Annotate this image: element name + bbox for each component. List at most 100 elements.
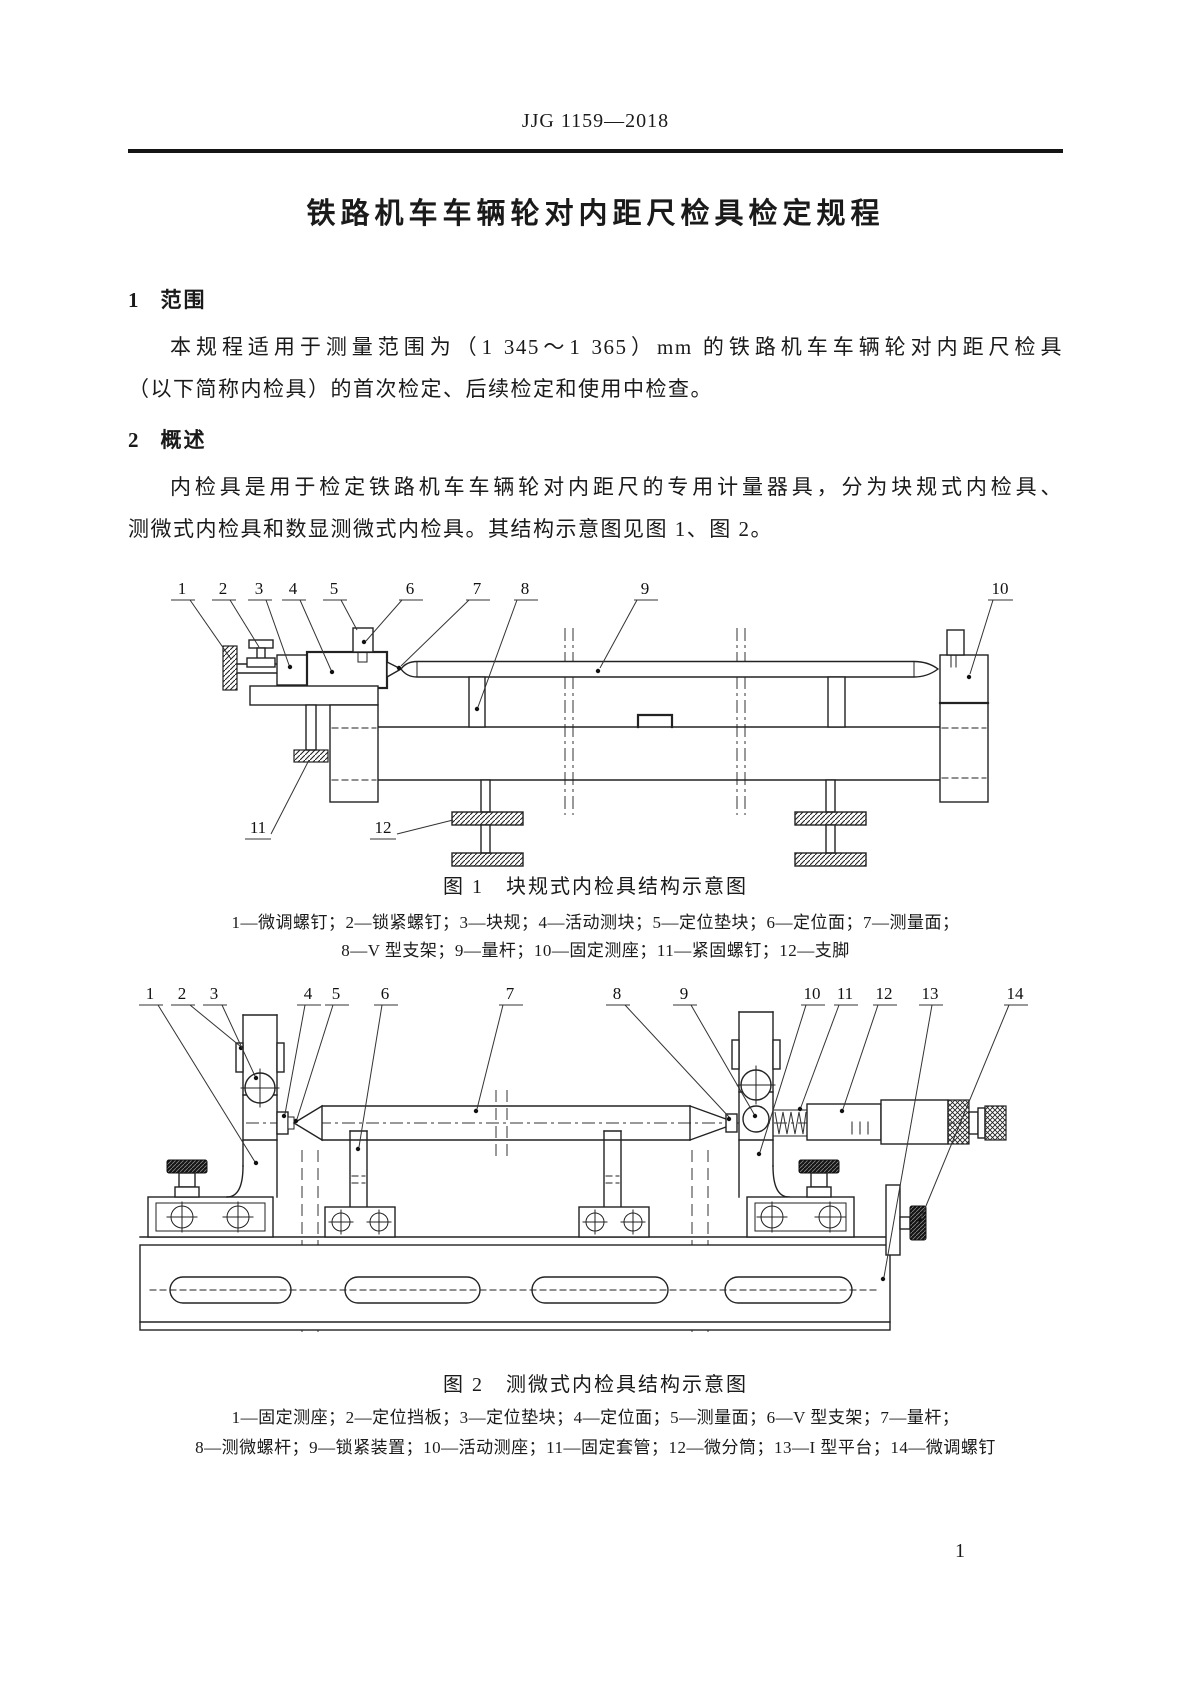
svg-text:11: 11 — [250, 818, 266, 837]
fig2-callout-2: 2 — [171, 984, 244, 1051]
fig1-callout-8: 8 — [474, 579, 538, 712]
svg-text:4: 4 — [304, 984, 313, 1003]
paragraph-line: （以下简称内检具）的首次检定、后续检定和使用中检查。 — [128, 377, 713, 401]
fig2-callout-10: 10 — [756, 984, 825, 1157]
fig1-fixed-seat — [938, 629, 990, 803]
fig2-fine-adjust-screw — [885, 1184, 927, 1256]
doc-code-header: JJG 1159—2018 — [521, 110, 670, 132]
document-title: 铁路机车车辆轮对内距尺检具检定规程 — [306, 198, 885, 230]
svg-text:4: 4 — [289, 579, 298, 598]
fig2-callout-9: 9 — [673, 984, 758, 1119]
fig2-movable-seat-tower — [731, 1011, 790, 1198]
svg-text:1: 1 — [146, 984, 155, 1003]
fig1-callout-5: 5 — [323, 579, 358, 631]
paragraph-line: 内检具是用于检定铁路机车车辆轮对内距尺的专用计量器具，分为块规式内检具、 — [170, 475, 1063, 499]
svg-text:5: 5 — [332, 984, 341, 1003]
figure-2-caption: 图 2 测微式内检具结构示意图 — [443, 1374, 748, 1396]
paragraph-line: 本规程适用于测量范围为（1 345～1 365）mm 的铁路机车车辆轮对内距尺检… — [170, 335, 1063, 359]
fig1-callout-11: 11 — [245, 759, 310, 840]
fig1-beam — [377, 713, 941, 781]
fig1-support-foot-left — [451, 779, 524, 867]
fig1-callout-3: 3 — [248, 579, 293, 670]
fig1-callout-12: 12 — [370, 818, 454, 840]
fig2-fixed-seat-tower — [226, 1014, 295, 1198]
fig2-v-bracket-right — [578, 1130, 650, 1238]
paragraph-line: 测微式内检具和数显测微式内检具。其结构示意图见图 1、图 2。 — [128, 517, 773, 541]
svg-text:6: 6 — [406, 579, 415, 598]
header-rule — [128, 149, 1063, 153]
fig2-callout-7: 7 — [473, 984, 523, 1114]
svg-text:9: 9 — [641, 579, 650, 598]
fig2-left-thumbscrew — [166, 1159, 208, 1198]
fig2-callout-13: 13 — [880, 984, 943, 1282]
fig2-callout-3: 3 — [203, 984, 259, 1081]
fig2-callouts: 1 2 3 4 5 6 7 8 9 10 11 12 13 14 — [139, 984, 1028, 1282]
svg-text:11: 11 — [837, 984, 853, 1003]
fig1-callout-2: 2 — [212, 579, 260, 648]
fig1-callout-4: 4 — [282, 579, 335, 675]
fig1-callout-7: 7 — [396, 579, 490, 671]
svg-text:9: 9 — [680, 984, 689, 1003]
fig1-support-foot-right — [794, 779, 867, 867]
figure-2-legend-line-1: 1—固定测座；2—定位挡板；3—定位垫块；4—定位面；5—测量面；6—V 型支架… — [231, 1408, 960, 1427]
svg-text:2: 2 — [178, 984, 187, 1003]
section-2-title: 概述 — [160, 428, 207, 452]
figure-2-diagram: 1 2 3 4 5 6 7 8 9 10 11 12 13 14 — [115, 975, 1105, 1335]
fig2-left-base — [147, 1196, 274, 1238]
svg-text:3: 3 — [255, 579, 264, 598]
figure-1-legend-line-1: 1—微调螺钉；2—锁紧螺钉；3—块规；4—活动测块；5—定位垫块；6—定位面；7… — [231, 913, 960, 932]
fig2-v-bracket-left — [324, 1130, 396, 1238]
fig2-callout-11: 11 — [797, 984, 858, 1112]
fig1-lock-screw — [246, 639, 276, 668]
svg-text:5: 5 — [330, 579, 339, 598]
fig1-fastening-screw — [293, 704, 329, 763]
svg-text:8: 8 — [613, 984, 622, 1003]
fig2-right-base — [746, 1196, 855, 1238]
svg-text:12: 12 — [375, 818, 392, 837]
section-1-number: 1 — [128, 288, 139, 312]
fig2-callout-8: 8 — [606, 984, 732, 1122]
svg-text:2: 2 — [219, 579, 228, 598]
figure-1-diagram: 1 2 3 4 5 6 7 8 9 10 11 12 — [145, 560, 1045, 870]
fig1-callout-10: 10 — [966, 579, 1013, 680]
fig2-callout-6: 6 — [355, 984, 398, 1152]
fig1-v-bracket — [468, 676, 846, 728]
fig2-callout-5: 5 — [293, 984, 349, 1124]
svg-text:14: 14 — [1007, 984, 1025, 1003]
svg-text:7: 7 — [506, 984, 515, 1003]
fig1-gauge-block — [276, 654, 308, 686]
fig1-break-lines — [564, 628, 746, 815]
fig2-callout-12: 12 — [839, 984, 897, 1114]
figure-2-legend-line-2: 8—测微螺杆；9—锁紧装置；10—活动测座；11—固定套管；12—微分筒；13—… — [195, 1438, 996, 1457]
svg-text:8: 8 — [521, 579, 530, 598]
fig1-fine-adjust-screw — [222, 645, 278, 691]
svg-text:10: 10 — [992, 579, 1009, 598]
figure-1-caption: 图 1 块规式内检具结构示意图 — [443, 876, 748, 898]
svg-text:1: 1 — [178, 579, 187, 598]
page-number: 1 — [955, 1540, 965, 1562]
svg-text:3: 3 — [210, 984, 219, 1003]
section-2-heading: 2 概述 — [128, 424, 1063, 454]
svg-text:6: 6 — [381, 984, 390, 1003]
fig1-callout-6: 6 — [361, 579, 423, 645]
fig2-micrometer — [772, 1099, 1007, 1145]
fig1-callout-9: 9 — [595, 579, 658, 674]
fig2-measuring-rod — [292, 1104, 738, 1142]
section-2-number: 2 — [128, 428, 139, 452]
figure-1-legend-line-2: 8—V 型支架；9—量杆；10—固定测座；11—紧固螺钉；12—支脚 — [341, 941, 850, 960]
fig2-locking-device — [742, 1105, 770, 1133]
fig2-callout-1: 1 — [139, 984, 259, 1166]
svg-text:13: 13 — [922, 984, 939, 1003]
svg-text:7: 7 — [473, 579, 482, 598]
fig1-left-base — [249, 685, 379, 803]
fig2-callout-4: 4 — [281, 984, 321, 1119]
fig2-platform — [139, 1236, 891, 1331]
fig2-callout-14: 14 — [917, 984, 1028, 1223]
fig1-movable-block — [305, 627, 403, 690]
fig2-right-thumbscrew — [798, 1159, 840, 1198]
fig1-measuring-rod — [400, 660, 940, 678]
fig1-callouts: 1 2 3 4 5 6 7 8 9 10 11 12 — [171, 579, 1013, 840]
svg-text:10: 10 — [804, 984, 821, 1003]
